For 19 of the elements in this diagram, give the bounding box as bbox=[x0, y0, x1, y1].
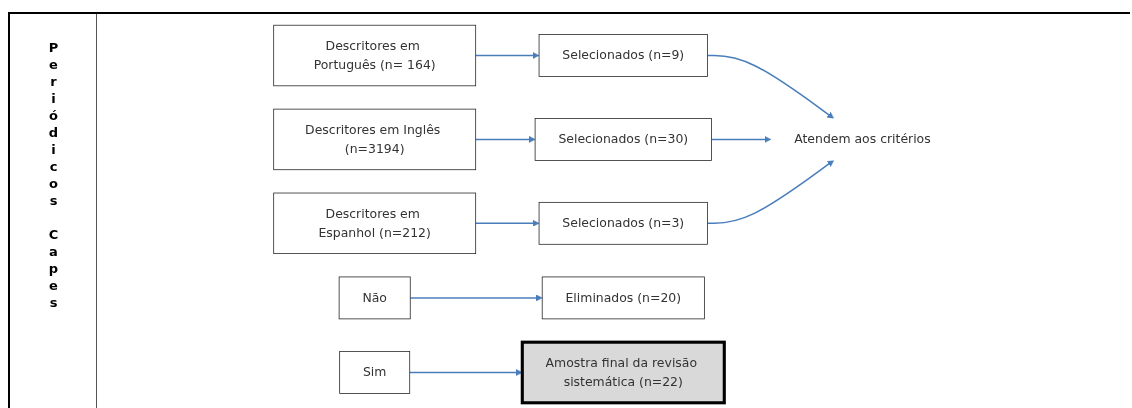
arrow bbox=[710, 136, 771, 143]
vertical-label: Periódicos Capes bbox=[46, 40, 60, 312]
node-text: Atendem aos critérios bbox=[793, 131, 931, 147]
node-box: Descritores em Inglês (n=3194) bbox=[272, 108, 476, 171]
arrow bbox=[706, 54, 834, 119]
arrow bbox=[474, 52, 539, 59]
node-box: Selecionados (n=3) bbox=[538, 201, 708, 245]
arrow bbox=[409, 294, 543, 302]
arrow bbox=[474, 219, 539, 227]
node-box: Selecionados (n=30) bbox=[534, 118, 712, 161]
node-box: Selecionados (n=9) bbox=[538, 34, 708, 77]
node-box: Sim bbox=[338, 351, 410, 394]
node-box: Descritores em Espanhol (n=212) bbox=[272, 192, 476, 254]
node-box: Eliminados (n=20) bbox=[541, 276, 705, 320]
node-box: Não bbox=[338, 276, 411, 320]
arrow bbox=[474, 136, 536, 143]
arrow bbox=[706, 160, 834, 225]
node-box: Descritores em Português (n= 164) bbox=[272, 24, 476, 87]
node-box: Amostra final da revisão sistemática (n=22) bbox=[520, 340, 726, 405]
